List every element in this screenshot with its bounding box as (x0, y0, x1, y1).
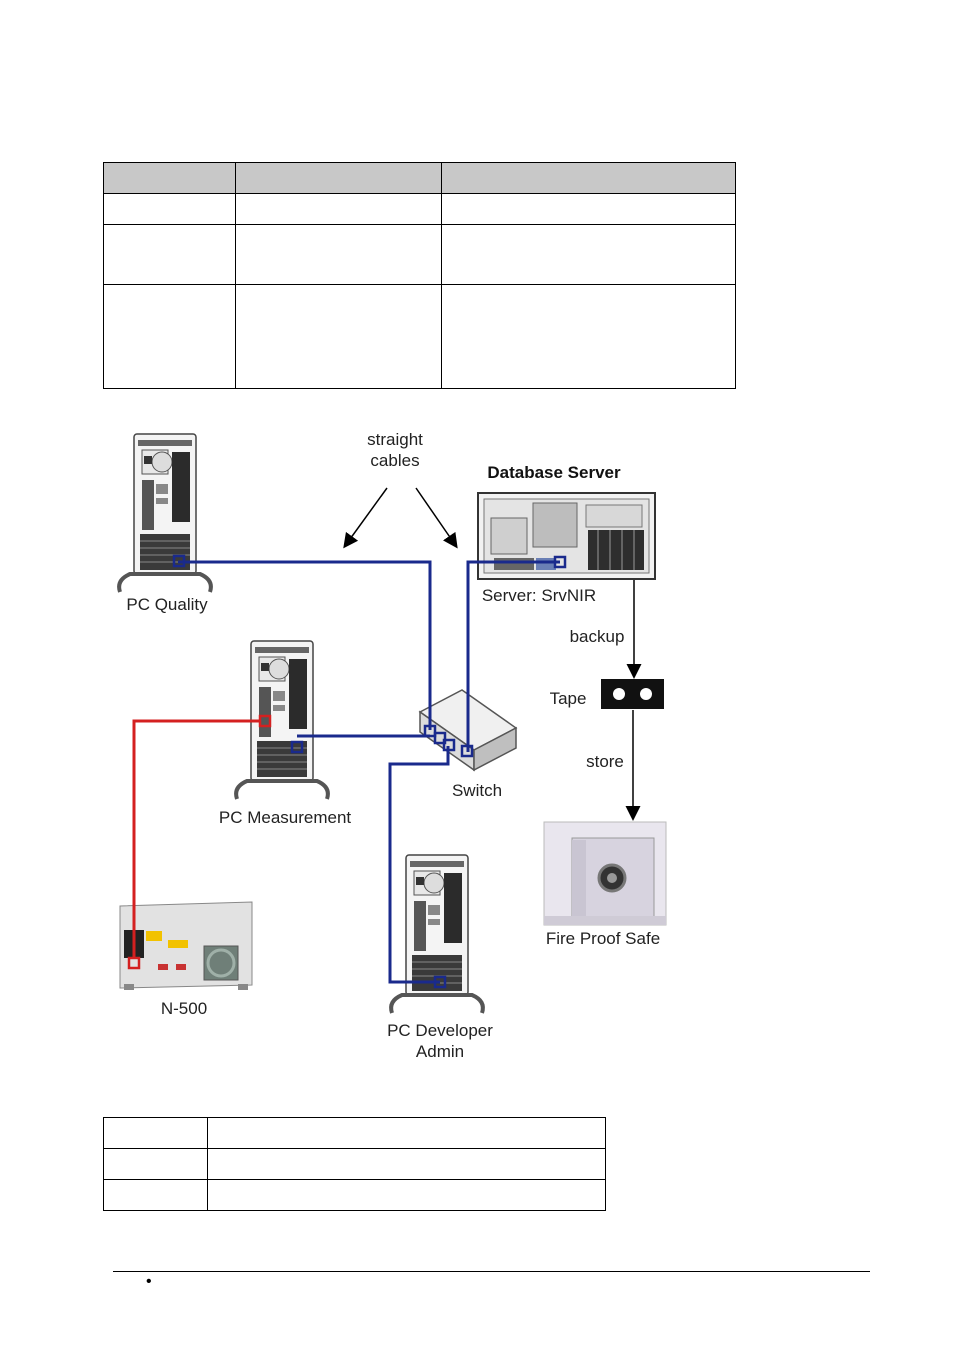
switch-label: Switch (452, 781, 502, 800)
table-cell (103, 1117, 208, 1149)
lan-cables (178, 560, 560, 984)
pc-quality-tower (117, 432, 213, 594)
table-cell (234, 284, 443, 389)
tape-icon (601, 679, 664, 709)
database-server-label: Database Server (487, 463, 621, 482)
port-icon (423, 724, 437, 738)
table-cell (103, 284, 236, 389)
table-cell (441, 224, 736, 285)
server-icon (477, 492, 656, 580)
table-cell (206, 1179, 607, 1211)
table-row (103, 1148, 607, 1180)
port-icon (553, 555, 567, 569)
top-table (103, 162, 736, 389)
instrument-cable (127, 714, 272, 970)
table-cell (103, 1179, 208, 1211)
pc-developer-admin-tower (389, 853, 485, 1015)
table-cell (441, 193, 736, 225)
table-row (103, 1117, 607, 1149)
pc-quality-label: PC Quality (126, 595, 208, 614)
table-row (103, 224, 736, 285)
arrows (343, 487, 642, 821)
cable-ports (172, 554, 567, 989)
pc-measurement-label: PC Measurement (219, 808, 352, 827)
port-icon (442, 738, 456, 752)
pc-developer-admin-label-line2: Admin (416, 1042, 464, 1061)
port-icon (290, 740, 304, 754)
table-cell (206, 1117, 607, 1149)
store-label: store (586, 752, 624, 771)
port-icon (460, 744, 474, 758)
table-cell (103, 1148, 208, 1180)
table-row (103, 284, 736, 389)
server-label: Server: SrvNIR (482, 586, 596, 605)
footer-bullet: • (146, 1273, 152, 1290)
port-icon (433, 731, 447, 745)
table-cell (441, 284, 736, 389)
port-icon (172, 554, 186, 568)
n500-label: N-500 (161, 999, 207, 1018)
backup-label: backup (570, 627, 625, 646)
footer-rule (113, 1271, 870, 1272)
port-icon (433, 975, 447, 989)
table-cell (234, 193, 443, 225)
arrow (415, 487, 458, 549)
table-cell (206, 1148, 607, 1180)
fire-proof-safe-label: Fire Proof Safe (546, 929, 660, 948)
table-header-cell (103, 162, 236, 194)
safe-icon (543, 821, 667, 926)
straight-cables-label-line1: straight (367, 430, 423, 449)
instrument-icon (119, 901, 253, 990)
bottom-table (103, 1117, 607, 1211)
tape-label: Tape (550, 689, 587, 708)
pc-developer-admin-label-line1: PC Developer (387, 1021, 493, 1040)
table-cell (103, 224, 236, 285)
pc-tower-icon (117, 432, 213, 594)
pc-tower-icon (389, 853, 485, 1015)
straight-cables-label-line2: cables (370, 451, 419, 470)
table-row (103, 1179, 607, 1211)
arrow (343, 487, 388, 549)
table-header-cell (441, 162, 736, 194)
